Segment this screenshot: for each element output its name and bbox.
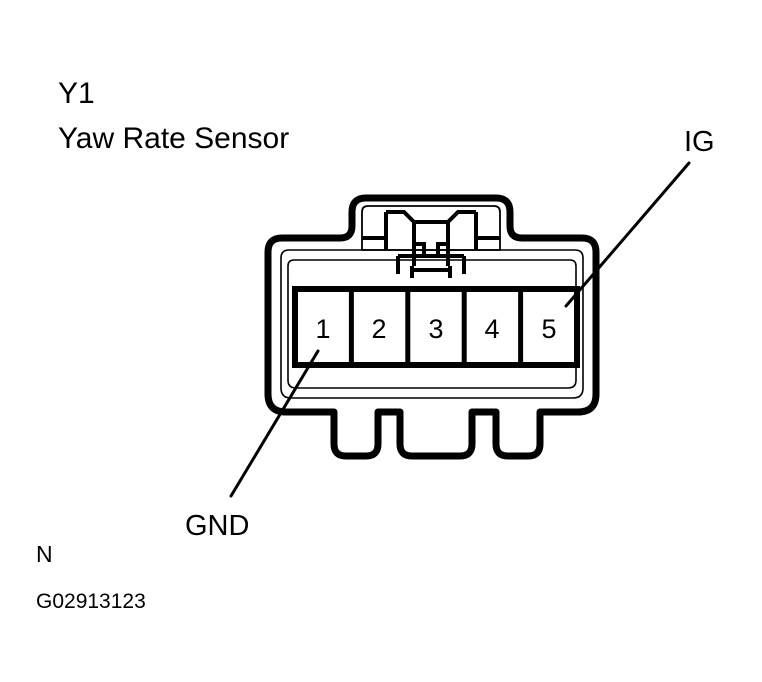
- signal-label-gnd: GND: [185, 510, 249, 542]
- connector-inner-contour-2: [287, 259, 577, 389]
- latch-outline: [361, 205, 501, 251]
- pin-number-2: 2: [371, 314, 386, 344]
- pin-cavity-block: 1 2 3 4 5: [292, 286, 580, 368]
- component-name-label: Yaw Rate Sensor: [58, 122, 289, 155]
- latch-notch-left: [414, 242, 426, 254]
- connector-body: 1 2 3 4 5: [264, 194, 600, 460]
- leader-line-ig: [564, 161, 691, 308]
- pin-number-5: 5: [541, 314, 556, 344]
- connector-latch-tab: [361, 205, 501, 278]
- cavity-block-outline: [292, 286, 580, 368]
- figure-id-label: G02913123: [36, 590, 146, 613]
- leader-line-gnd: [229, 349, 320, 498]
- connector-inner-contour-1: [280, 249, 584, 399]
- pin-number-3: 3: [428, 314, 443, 344]
- signal-label-ig: IG: [684, 126, 715, 158]
- component-id-label: Y1: [58, 77, 95, 110]
- pin-number-4: 4: [484, 314, 499, 344]
- connector-outer-shell: [264, 194, 600, 460]
- latch-notch-right: [436, 242, 448, 254]
- note-letter-label: N: [36, 541, 53, 567]
- pin-number-1: 1: [315, 314, 330, 344]
